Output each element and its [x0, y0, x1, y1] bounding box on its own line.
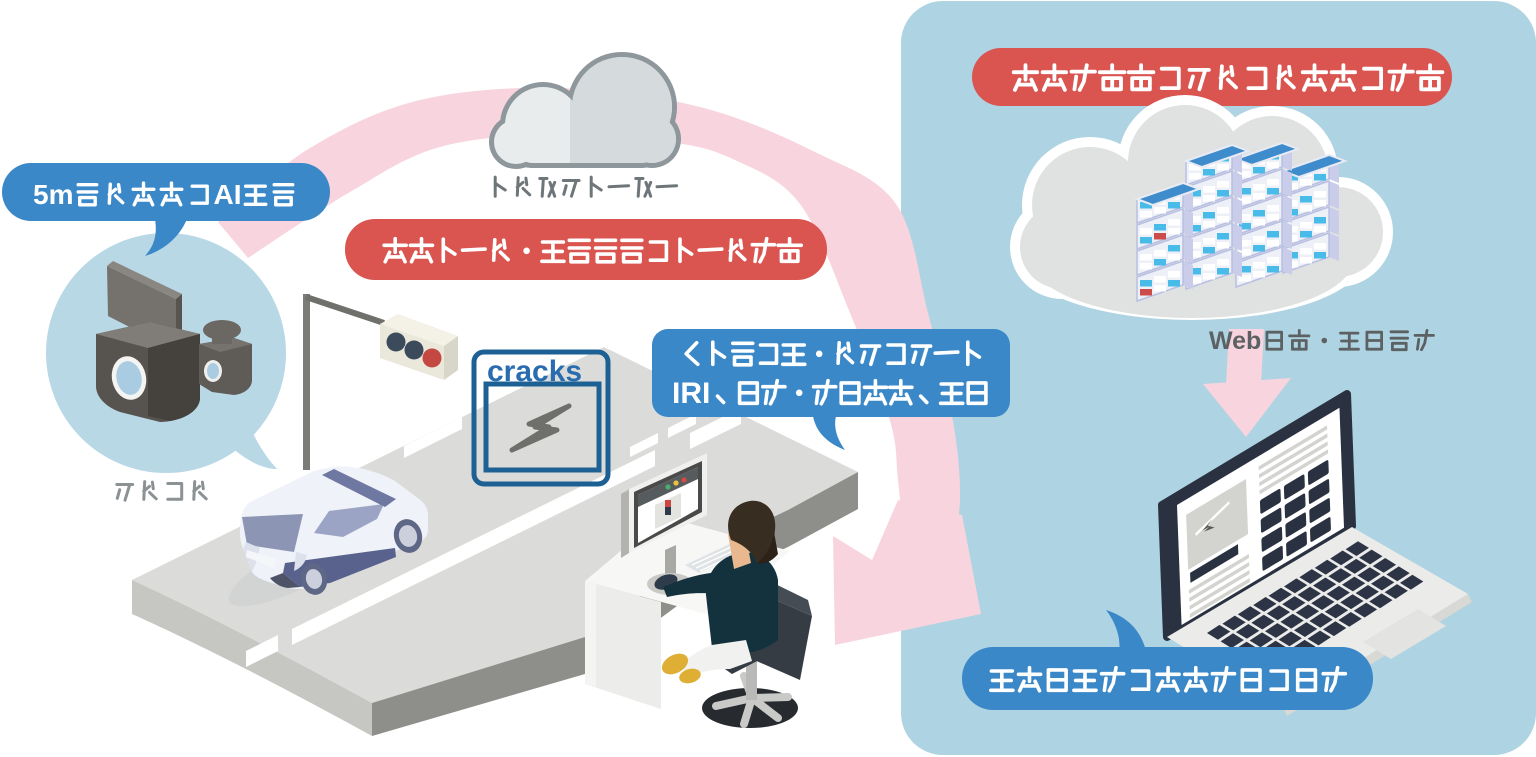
- svg-text:IRI: IRI: [672, 377, 710, 410]
- svg-text:5m: 5m: [33, 179, 73, 210]
- svg-text:AI: AI: [214, 179, 242, 210]
- svg-text:Web: Web: [1209, 327, 1261, 355]
- svg-text:cracks: cracks: [487, 355, 582, 388]
